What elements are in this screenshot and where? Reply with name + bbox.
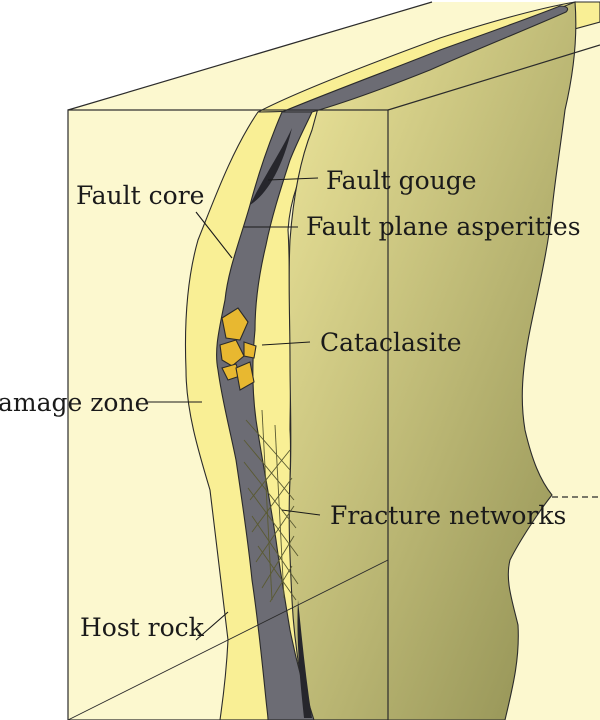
- label-fault-gouge: Fault gouge: [326, 166, 477, 195]
- label-damage-zone: amage zone: [0, 388, 149, 417]
- leader-cataclasite: [261, 341, 311, 346]
- block-edges: [67, 1, 600, 720]
- fracture-network-lines: [243, 409, 299, 603]
- fault-core-top-strip: [281, 5, 569, 113]
- label-cataclasite: Cataclasite: [320, 328, 462, 357]
- leader-lines: [148, 177, 321, 641]
- label-fault-core: Fault core: [76, 181, 204, 210]
- leader-fault-gouge: [267, 177, 319, 181]
- leader-fracture-networks: [281, 509, 321, 516]
- fault-plane-surface: [288, 1, 577, 720]
- leader-fault-core: [195, 211, 233, 259]
- fault-gouge-lens: [250, 128, 292, 205]
- label-fracture-networks: Fracture networks: [330, 501, 566, 530]
- label-host-rock: Host rock: [80, 613, 205, 642]
- cataclasite-fragments: [219, 307, 257, 391]
- label-fault-plane-asperities: Fault plane asperities: [306, 212, 581, 241]
- fault-core-band: [216, 111, 315, 720]
- leader-host-rock: [195, 611, 229, 641]
- fault-gouge-lens-lower: [297, 600, 312, 718]
